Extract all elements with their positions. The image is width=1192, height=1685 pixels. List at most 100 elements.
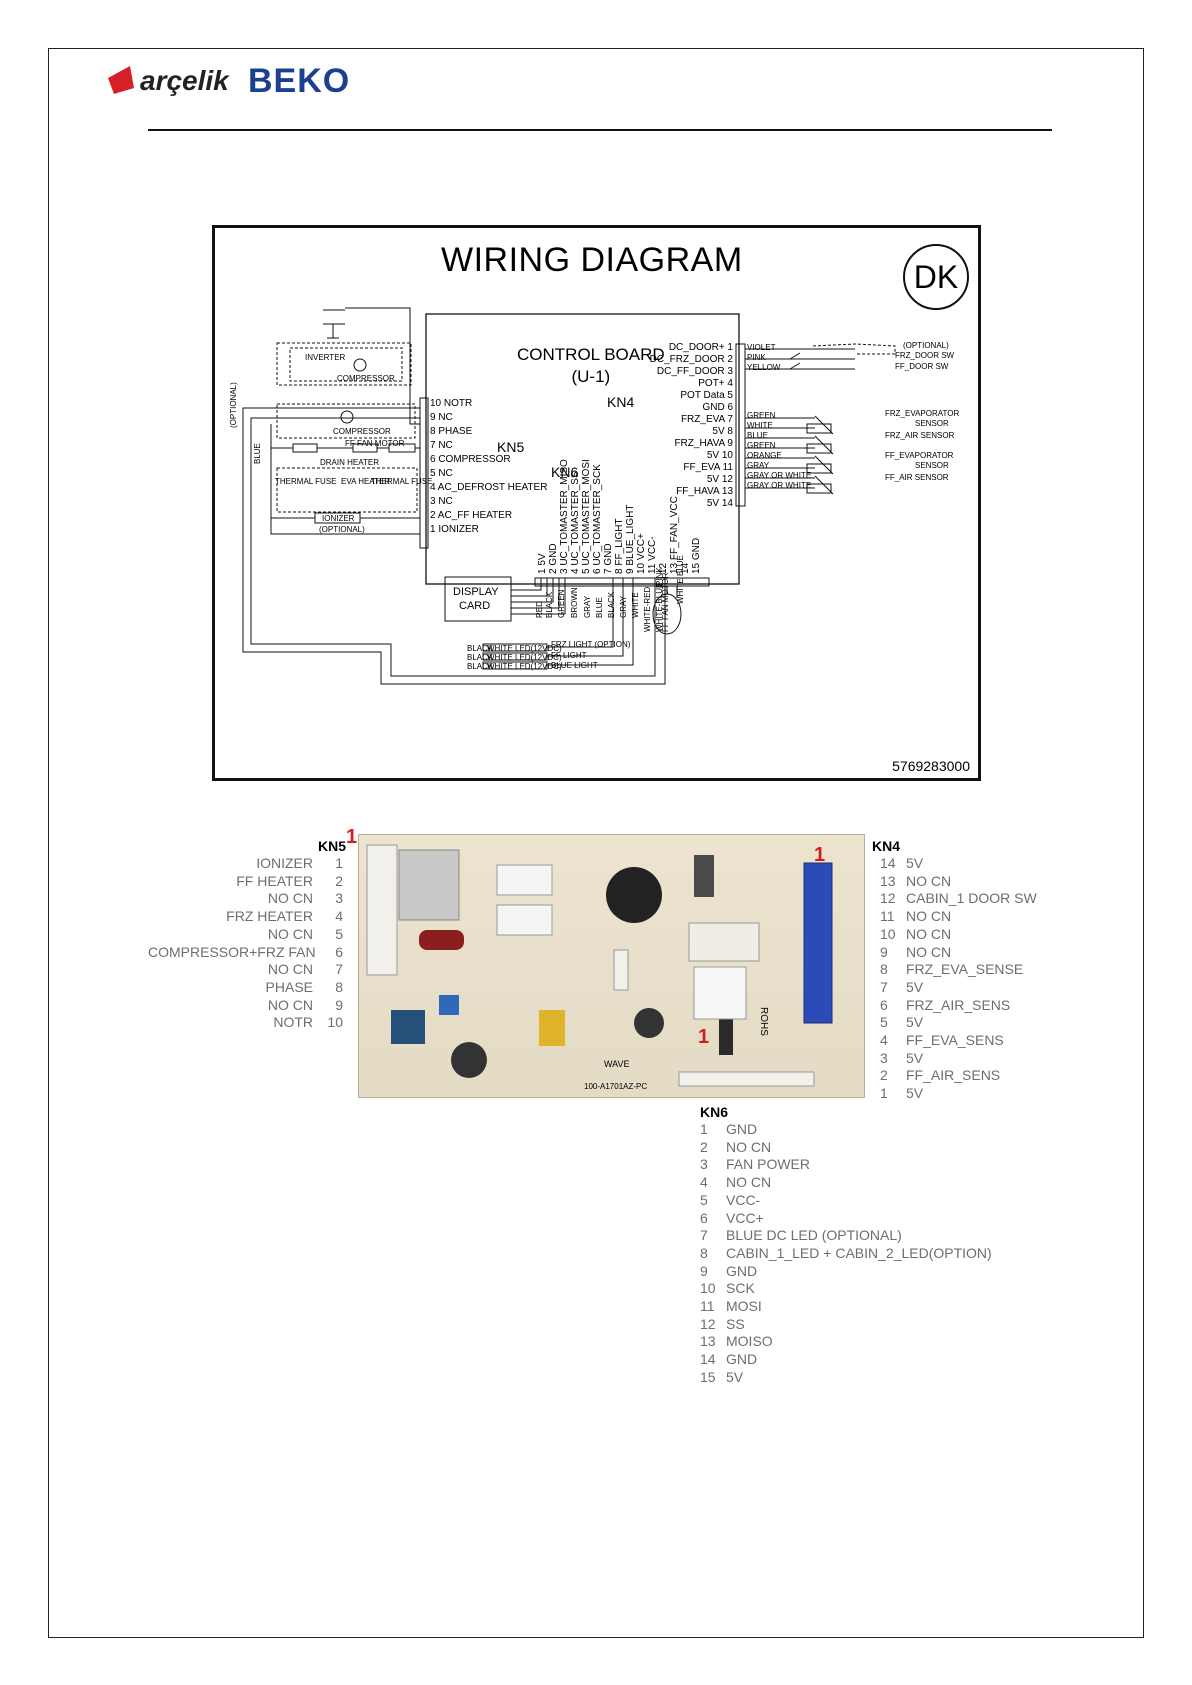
kn6-wire: WHITE-RED (643, 586, 652, 632)
kn4-wire: GREEN (747, 411, 776, 420)
kn5-pin: 6 COMPRESSOR (430, 454, 511, 465)
kn4-pin: GND 6 (702, 402, 733, 413)
fan-wire: WHITE BLUE (676, 555, 685, 604)
kn4-wire: GRAY OR WHITE (747, 471, 812, 480)
kn6-pin: 9 BLUE_LIGHT (625, 504, 636, 574)
kn6-pin1-mark: 1 (698, 1026, 710, 1048)
fan-wire: PINK (655, 567, 664, 586)
kn5-row-name: FF HEATER (236, 872, 313, 889)
kn6-row: 13 MOISO (700, 1333, 992, 1351)
kn6-row-pin: 6 (700, 1209, 708, 1226)
kn4-row: 10 NO CN (880, 926, 1037, 944)
led-label: WHITE LED(12VDC) (487, 644, 562, 653)
kn4-device: SENSOR (915, 419, 949, 428)
kn4-row-pin: 2 (880, 1067, 888, 1084)
kn4-pin: 5V 12 (706, 474, 733, 485)
kn6-wire: BROWN (570, 587, 579, 618)
kn6-pin: 6 UC_TOMASTER_SCK (592, 464, 603, 574)
kn4-row-name: NO CN (906, 925, 952, 942)
kn6-row-name: MOISO (726, 1333, 773, 1350)
led-ground-label: BLACK (467, 662, 494, 671)
part-number: 5769283000 (892, 758, 970, 774)
compressor-label: COMPRESSOR (337, 374, 395, 383)
kn5-table-title: KN5 (318, 838, 347, 854)
kn6-pin: 10 VCC+ (636, 533, 647, 574)
kn4-row-name: NO CN (906, 908, 952, 925)
kn6-wire: RED (535, 601, 544, 618)
kn4-row-pin: 6 (880, 996, 888, 1013)
kn5-row-name: NOTR (273, 1014, 313, 1031)
wave-text: WAVE (604, 1059, 630, 1069)
kn4-row-pin: 3 (880, 1049, 888, 1066)
kn6-row-name: SS (726, 1315, 745, 1332)
ionizer-label: IONIZER (322, 514, 355, 523)
header-rule (148, 129, 1052, 131)
led-label: WHITE LED(12VDC) (487, 662, 562, 671)
kn6-pin: 5 UC_TOMASTER_MOSI (581, 459, 592, 574)
wiring-diagram: WIRING DIAGRAM DK CONTROL BOARD (U-1) KN… (212, 225, 981, 781)
kn5-connector (419, 397, 429, 549)
kn4-row-pin: 10 (880, 925, 896, 942)
kn6-row: 12 SS (700, 1316, 992, 1334)
kn4-pin: POT Data 5 (680, 390, 733, 401)
kn6-row-pin: 12 (700, 1315, 716, 1332)
pcb-illustration: ROHS 100-A1701AZ-PC WAVE (366, 844, 833, 1091)
kn6-row-pin: 10 (700, 1280, 716, 1297)
kn4-pin: 5V 10 (706, 450, 733, 461)
kn5-row-name: COMPRESSOR+FRZ FAN (148, 943, 316, 960)
kn4-row-name: FF_AIR_SENS (906, 1067, 1001, 1084)
kn4-row-pin: 1 (880, 1085, 888, 1102)
kn4-pin: FF_EVA 11 (683, 462, 733, 473)
kn4-row-pin: 13 (880, 872, 896, 889)
kn4-row-name: 5V (906, 855, 924, 871)
kn5-pin: 8 PHASE (430, 426, 473, 437)
kn6-row-pin: 1 (700, 1121, 708, 1137)
kn6-row-pin: 13 (700, 1333, 716, 1350)
kn4-row: 2 FF_AIR_SENS (880, 1067, 1037, 1085)
control-board-line1: CONTROL BOARD (517, 345, 665, 364)
led-function-label: FF LIGHT (551, 651, 587, 660)
kn6-wire: GRAY (583, 595, 592, 618)
kn6-row-pin: 3 (700, 1156, 708, 1173)
kn4-device: FRZ_DOOR SW (895, 351, 955, 360)
kn4-pin: FRZ_HAVA 9 (674, 438, 733, 449)
brand-logo: arçelik BEKO (108, 62, 349, 100)
kn6-row-pin: 8 (700, 1244, 708, 1261)
blue-wire-label: BLUE (253, 443, 262, 464)
kn4-wire: PINK (747, 353, 766, 362)
kn4-row: 1 5V (880, 1085, 1037, 1103)
kn4-row-name: 5V (906, 1085, 924, 1102)
display-card-label-1: DISPLAY (453, 586, 499, 598)
kn6-row-pin: 15 (700, 1368, 716, 1385)
ionizer-optional-label: (OPTIONAL) (319, 525, 365, 534)
led-function-label: BLUE LIGHT (551, 661, 598, 670)
kn6-row-pin: 11 (700, 1298, 715, 1315)
thermal-fuse-label: THERMAL FUSE (275, 477, 337, 486)
arcelik-mark-icon (108, 66, 134, 94)
kn4-pin: DC_DOOR+ 1 (668, 342, 733, 353)
kn4-row-name: NO CN (906, 943, 952, 960)
kn6-wire: BLUE (595, 597, 604, 618)
compressor-label: COMPRESSOR (333, 427, 391, 436)
kn6-pin: 1 5V (537, 553, 548, 574)
kn4-device: FF_EVAPORATOR (885, 451, 954, 460)
kn6-pin: 15 GND (691, 537, 702, 574)
kn6-row-name: CABIN_1_LED + CABIN_2_LED(OPTION) (726, 1244, 992, 1261)
kn6-wire: GRAY (619, 595, 628, 618)
